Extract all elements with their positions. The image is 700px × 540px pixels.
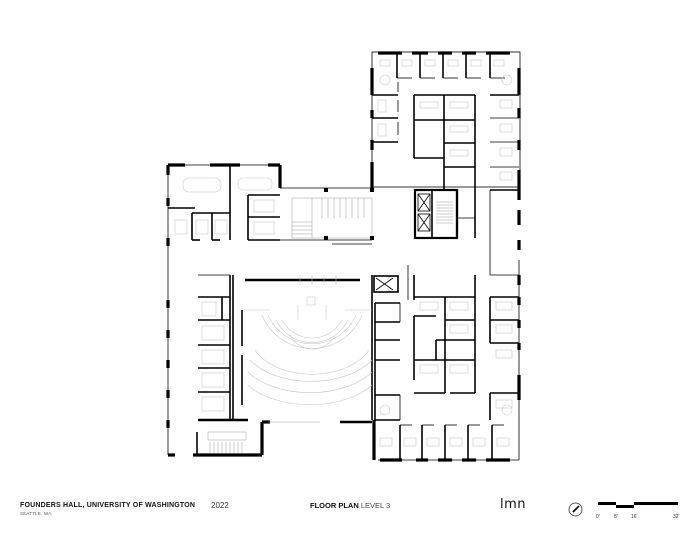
scale-tick-16: 16' (631, 514, 638, 520)
east-core (413, 188, 521, 275)
title-block: FOUNDERS HALL, UNIVERSITY OF WASHINGTON … (0, 490, 700, 540)
southwest-stair (168, 420, 270, 457)
project-year: 2022 (211, 501, 229, 510)
northeast-office-wing (370, 51, 521, 200)
scale-tick-8: 8' (614, 514, 618, 520)
west-offices (198, 274, 248, 422)
central-offices (374, 302, 401, 421)
scale-tick-0: 0' (596, 514, 600, 520)
plan-type: FLOOR PLAN (310, 501, 359, 510)
scale-bar-graphic (598, 502, 678, 508)
central-elevator (373, 275, 399, 293)
project-title: FOUNDERS HALL, UNIVERSITY OF WASHINGTON (20, 502, 196, 509)
floor-plan-drawing (166, 51, 521, 462)
scale-bar: 0' 8' 16' 32' (596, 498, 680, 522)
southeast-office-wing (372, 74, 521, 462)
tiered-seating (245, 275, 373, 405)
firm-logo: lmn (500, 497, 527, 512)
plan-level: LEVEL 3 (360, 501, 391, 510)
west-wing (166, 163, 282, 455)
scale-tick-32: 32' (673, 514, 680, 520)
project-location: SEATTLE, WA (20, 511, 52, 516)
plan-label: FLOOR PLAN LEVEL 3 (310, 501, 390, 510)
north-arrow-icon (568, 502, 583, 517)
auditorium (232, 275, 373, 424)
central-stair (280, 187, 374, 245)
